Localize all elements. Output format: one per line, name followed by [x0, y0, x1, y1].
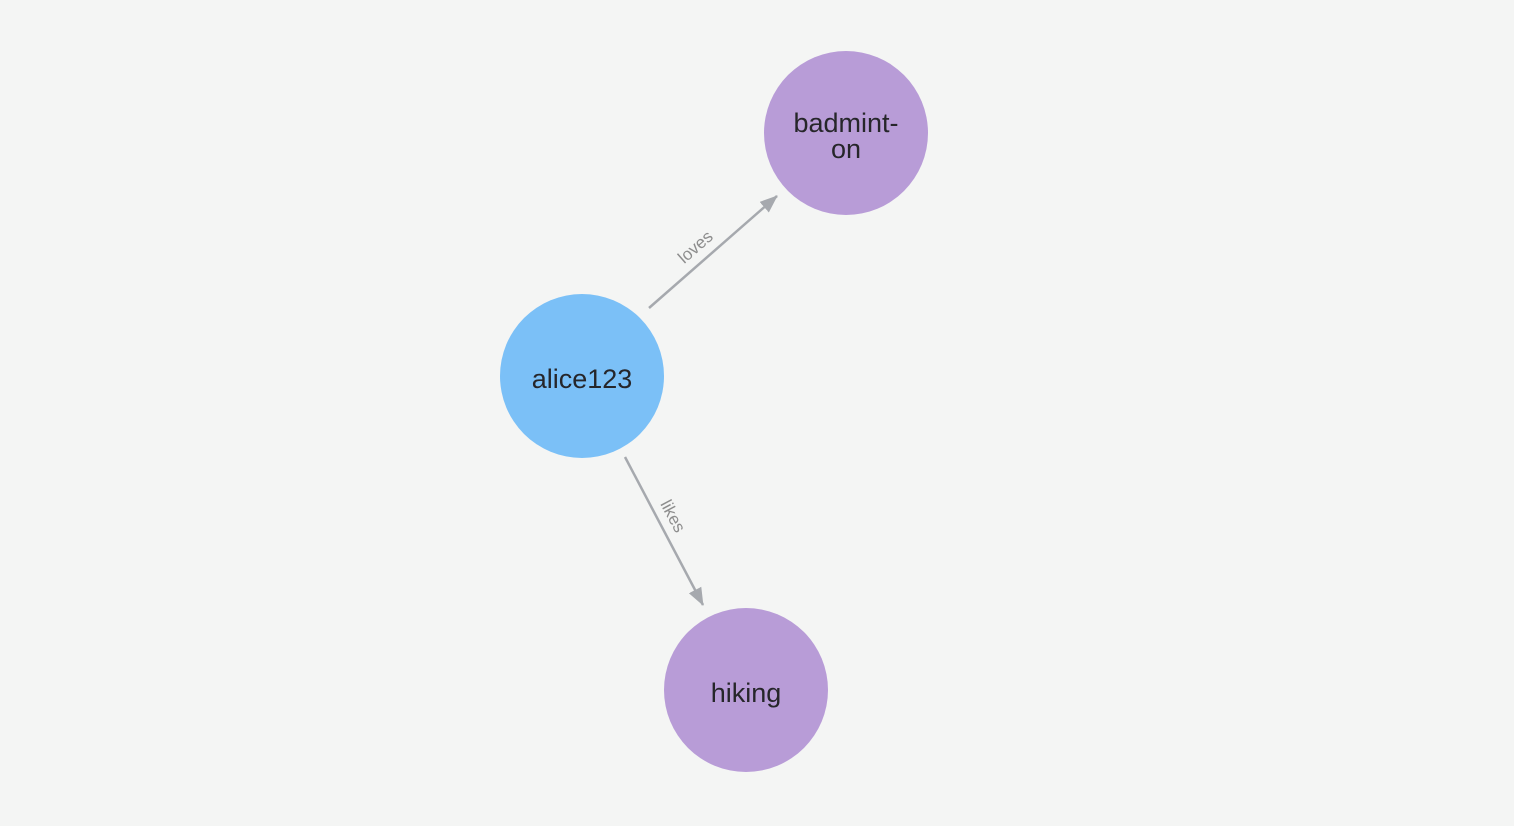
edge-label-likes[interactable]: likes	[656, 497, 689, 536]
edge-line-loves[interactable]	[648, 195, 778, 309]
edge-line-likes[interactable]	[623, 456, 705, 606]
node-caption-badminton: badmint- on	[793, 108, 899, 164]
node-alice123[interactable]: alice123	[500, 294, 664, 458]
node-hiking[interactable]: hiking	[664, 608, 828, 772]
edge-loves: loves	[648, 195, 778, 309]
node-badminton[interactable]: badmint- on	[764, 51, 928, 215]
edge-likes: likes	[623, 456, 705, 606]
node-caption-hiking: hiking	[710, 678, 782, 708]
node-caption-alice123: alice123	[531, 364, 633, 394]
edge-label-loves[interactable]: loves	[674, 227, 716, 267]
